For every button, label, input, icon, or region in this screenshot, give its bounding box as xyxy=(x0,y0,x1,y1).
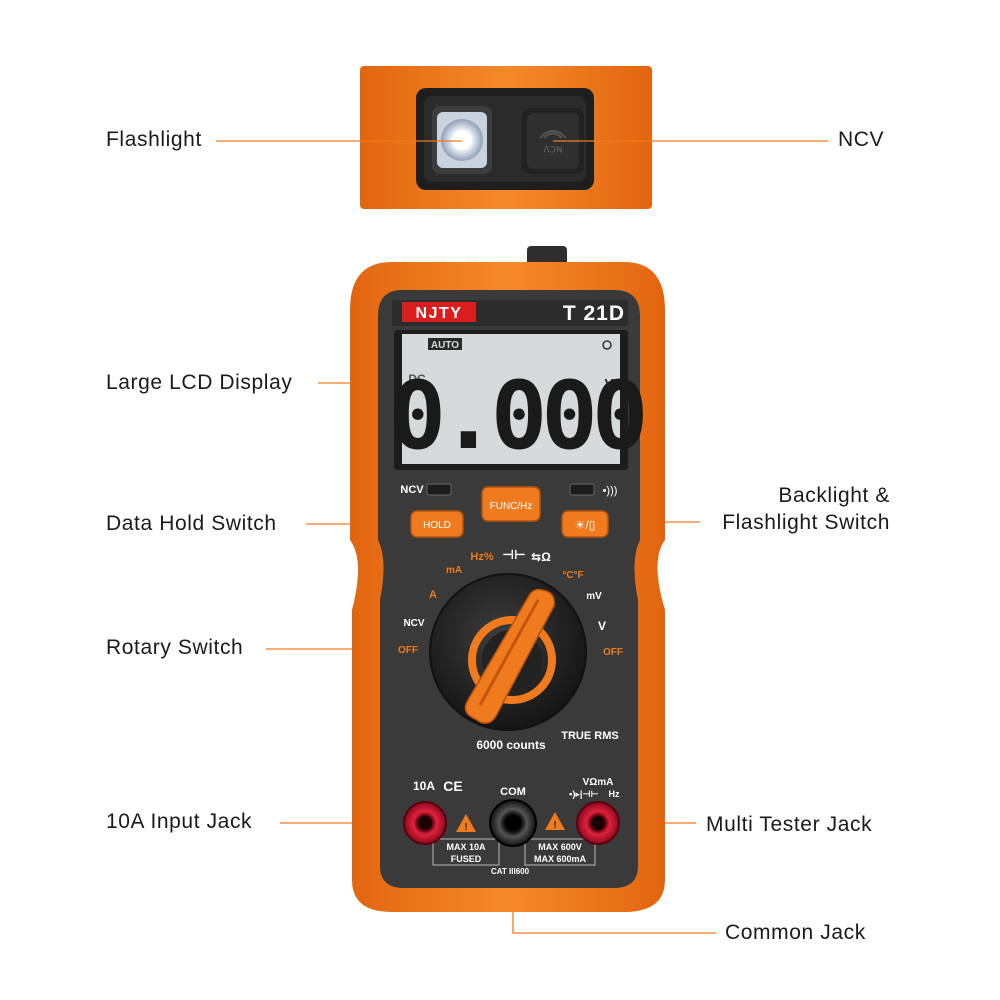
diode-icon: •)▸|⊣⊢ xyxy=(569,789,599,799)
hold-button[interactable]: HOLD xyxy=(410,510,464,538)
diode-continuity-icon: ⇆Ω xyxy=(531,550,551,564)
callout-lcd: Large LCD Display xyxy=(106,371,293,394)
counts-label: 6000 counts xyxy=(476,738,546,752)
svg-text:!: ! xyxy=(464,822,467,833)
model-label: T 21D xyxy=(563,302,625,325)
svg-text:•))): •))) xyxy=(603,485,618,497)
true-rms-label: TRUE RMS xyxy=(561,730,618,742)
svg-text:!: ! xyxy=(553,820,556,831)
lcd-reading: 0.000 xyxy=(390,362,643,471)
callout-multi-tester-jack: Multi Tester Jack xyxy=(706,813,873,836)
jack-diode-hz-label: Hz xyxy=(609,789,620,799)
dial-mv-label: mV xyxy=(586,591,602,602)
callout-rotary: Rotary Switch xyxy=(106,636,244,659)
callout-10a-jack: 10A Input Jack xyxy=(106,810,253,833)
lcd-unit: V xyxy=(605,376,614,391)
warning-icon-left xyxy=(456,814,476,832)
top-detail-inset: NCV xyxy=(360,66,652,209)
callout-ncv: NCV xyxy=(838,128,885,151)
dial-off-right: OFF xyxy=(603,647,623,658)
fused-label: FUSED xyxy=(451,854,482,864)
dial-ma-label: mA xyxy=(446,565,462,576)
backlight-flashlight-button[interactable]: ☀/▯ xyxy=(561,510,609,538)
dial-off-left: OFF xyxy=(398,645,418,656)
max-600ma-label: MAX 600mA xyxy=(534,854,587,864)
capacitor-icon: ⊣⊢ xyxy=(502,547,526,562)
func-hz-button[interactable]: FUNC/Hz xyxy=(481,486,541,522)
flashlight-led-icon xyxy=(432,106,492,174)
callout-data-hold: Data Hold Switch xyxy=(106,512,277,535)
jack-panel: 10A CE COM VΩmA Hz •)▸|⊣⊢ ! ! MAX 10A FU… xyxy=(413,777,620,876)
callout-backlight: Backlight & Flashlight Switch xyxy=(706,482,890,536)
max-600v-label: MAX 600V xyxy=(538,842,582,852)
rotary-switch[interactable] xyxy=(429,573,587,731)
lcd-dc-indicator: DC xyxy=(408,372,426,386)
callout-flashlight: Flashlight xyxy=(106,128,202,151)
dial-hz-label: Hz% xyxy=(470,551,493,563)
dial-a-label: A xyxy=(429,589,437,601)
max-10a-label: MAX 10A xyxy=(446,842,486,852)
jack-multi-tester[interactable] xyxy=(576,801,620,845)
dial-labels: mA Hz% ⊣⊢ ⇆Ω °C°F A mV NCV V OFF OFF xyxy=(398,547,623,658)
warning-icon-right xyxy=(545,812,565,830)
callout-common-jack: Common Jack xyxy=(725,921,866,944)
brand-label: NJTY xyxy=(416,305,463,322)
ce-mark: CE xyxy=(443,778,462,794)
svg-text:FUNC/Hz: FUNC/Hz xyxy=(490,501,533,512)
multimeter-body: NJTY T 21D AUTO DC 0.000 V NCV •))) xyxy=(350,246,665,912)
sun-icon: ☀/▯ xyxy=(575,518,596,532)
jack-10a-label: 10A xyxy=(413,779,435,793)
dial-ncv-label: NCV xyxy=(403,618,424,629)
svg-text:HOLD: HOLD xyxy=(423,520,451,531)
jack-com[interactable] xyxy=(489,799,537,847)
lcd-auto-indicator: AUTO xyxy=(431,340,459,351)
jack-vohm-label: VΩmA xyxy=(583,777,614,788)
dial-temp-label: °C°F xyxy=(562,570,583,581)
svg-text:NCV: NCV xyxy=(543,143,563,153)
callout-backlight-line1: Backlight & xyxy=(778,484,890,507)
cat-rating-label: CAT III600 xyxy=(491,867,530,876)
dial-v-label: V xyxy=(598,619,606,633)
lcd-screen xyxy=(402,334,620,464)
jack-10a[interactable] xyxy=(403,801,447,845)
callout-backlight-line2: Flashlight Switch xyxy=(722,511,890,534)
jack-com-label: COM xyxy=(500,786,526,798)
ncv-indicator-label: NCV xyxy=(400,484,424,496)
